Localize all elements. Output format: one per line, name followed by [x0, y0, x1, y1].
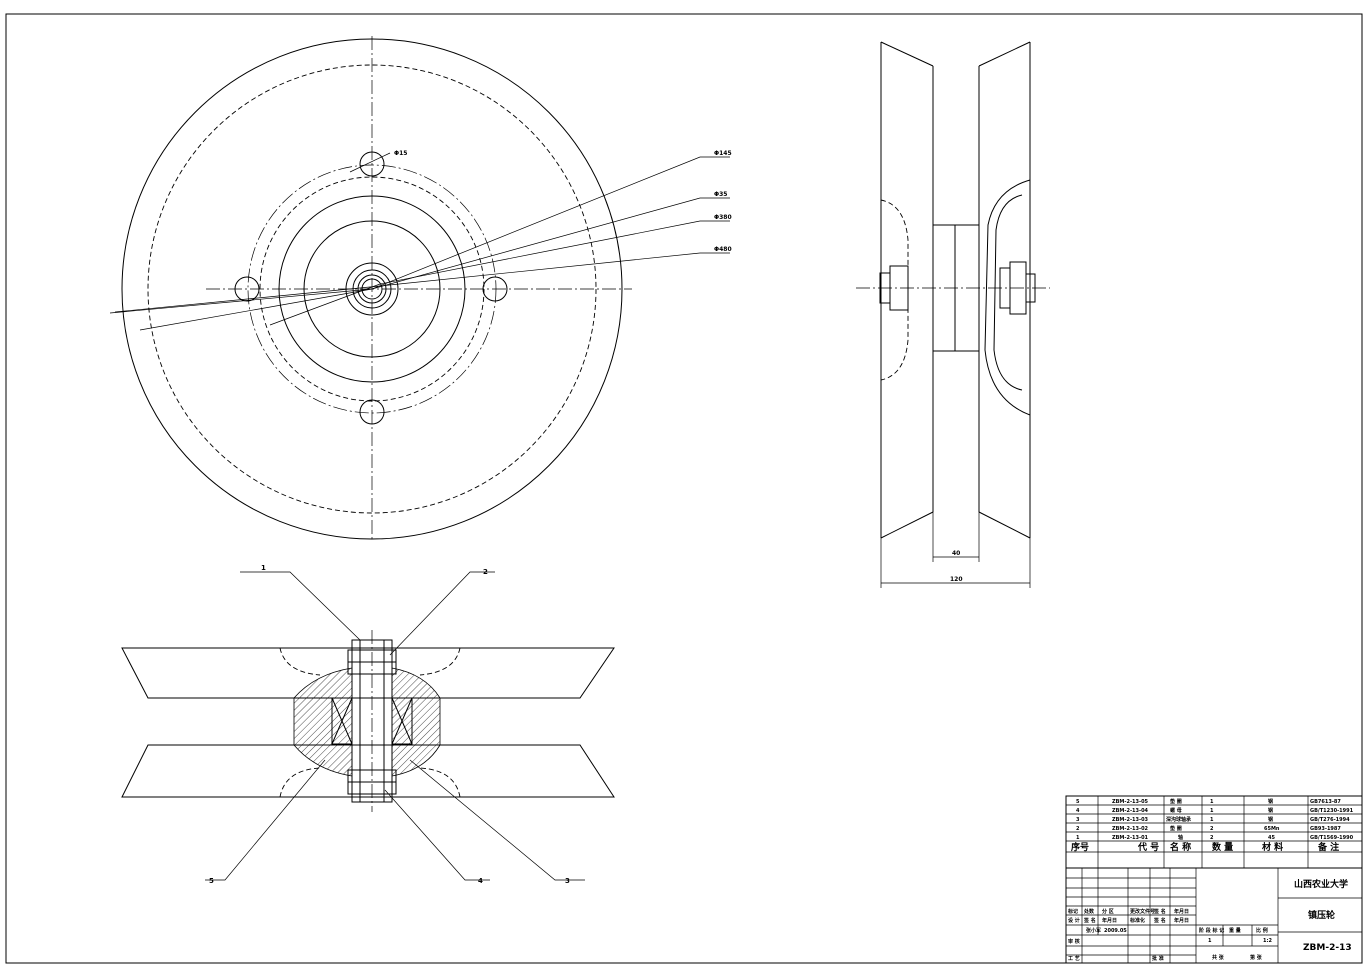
label-sign: 签 名 — [1153, 908, 1166, 915]
label-mark: 标记 — [1067, 908, 1078, 915]
dim-phi35: Φ35 — [714, 191, 727, 198]
label-date: 年月日 — [1174, 908, 1189, 915]
bom-row: 2 ZBM-2-13-02 垫 圈 2 65Mn GB93-1987 — [1076, 825, 1341, 832]
drawing-number: ZBM-2-13 — [1303, 943, 1352, 953]
svg-text:2: 2 — [1210, 835, 1214, 841]
bom-table: 5 ZBM-2-13-05 垫 圈 1 钢 GB7613-87 4 ZBM-2-… — [1065, 795, 1363, 869]
label-zone: 分 区 — [1102, 908, 1114, 915]
balloon-4: 4 — [478, 877, 483, 885]
svg-text:45: 45 — [1268, 835, 1275, 841]
section-view: 1 2 3 4 5 — [121, 564, 615, 885]
design-date: 2009.05 — [1104, 928, 1127, 934]
label-sign-3: 签 名 — [1153, 917, 1166, 924]
label-design: 设 计 — [1068, 917, 1080, 924]
dim-phi145: Φ145 — [714, 150, 732, 157]
label-approve: 批 准 — [1152, 955, 1164, 962]
quantity-value: 1 — [1208, 938, 1212, 944]
sheet-border — [5, 13, 1363, 964]
svg-text:GB/T276-1994: GB/T276-1994 — [1310, 817, 1350, 823]
designer-name: 张小军 — [1086, 927, 1101, 934]
bom-header: 序号 代 号 名 称 数 量 材 料 备 注 — [1071, 841, 1339, 853]
balloon-2: 2 — [483, 568, 488, 576]
svg-text:序号: 序号 — [1071, 841, 1089, 853]
label-weight: 重 量 — [1229, 927, 1241, 934]
dim-phi15: Φ15 — [394, 150, 407, 157]
svg-text:钢: 钢 — [1268, 798, 1273, 805]
svg-text:65Mn: 65Mn — [1264, 826, 1280, 832]
label-check: 审 核 — [1068, 938, 1080, 945]
dim-120: 120 — [950, 576, 963, 583]
part-name: 镇压轮 — [1308, 909, 1335, 921]
label-change-doc: 更改文件号 — [1130, 908, 1155, 915]
label-stage: 阶 段 标 记 — [1199, 927, 1224, 934]
svg-text:2: 2 — [1076, 826, 1080, 832]
bom-row: 4 ZBM-2-13-04 螺 母 1 钢 GB/T1230-1991 — [1076, 807, 1354, 814]
total-sheets: 共 张 — [1212, 954, 1225, 961]
svg-text:轴: 轴 — [1178, 834, 1183, 841]
side-view: 40 120 — [856, 41, 1050, 588]
balloon-1: 1 — [261, 564, 266, 572]
svg-text:垫 圈: 垫 圈 — [1170, 825, 1182, 832]
svg-text:ZBM-2-13-03: ZBM-2-13-03 — [1112, 817, 1149, 823]
svg-text:垫 圈: 垫 圈 — [1170, 798, 1182, 805]
balloon-5: 5 — [209, 877, 214, 885]
svg-text:ZBM-2-13-04: ZBM-2-13-04 — [1112, 808, 1149, 814]
svg-text:钢: 钢 — [1268, 807, 1273, 814]
bom-row: 5 ZBM-2-13-05 垫 圈 1 钢 GB7613-87 — [1076, 798, 1341, 805]
dim-phi380: Φ380 — [714, 214, 732, 221]
dim-40: 40 — [952, 550, 960, 557]
svg-text:名 称: 名 称 — [1170, 841, 1191, 853]
svg-text:GB7613-87: GB7613-87 — [1310, 799, 1341, 805]
svg-text:ZBM-2-13-02: ZBM-2-13-02 — [1112, 826, 1149, 832]
svg-text:4: 4 — [1076, 808, 1080, 814]
svg-text:深沟球轴承: 深沟球轴承 — [1166, 816, 1191, 823]
dim-phi480: Φ480 — [714, 246, 732, 253]
title-block: 标记 处数 分 区 更改文件号 签 名 年月日 设 计 签 名 年月日 标准化 … — [1065, 867, 1363, 964]
scale-value: 1:2 — [1263, 938, 1272, 944]
sheet-no: 第 张 — [1250, 954, 1263, 961]
label-date-3: 年月日 — [1174, 917, 1189, 924]
svg-text:1: 1 — [1210, 817, 1214, 823]
svg-text:GB93-1987: GB93-1987 — [1310, 826, 1341, 832]
svg-text:2: 2 — [1210, 826, 1214, 832]
svg-text:数 量: 数 量 — [1212, 841, 1233, 853]
label-scale: 比 例 — [1256, 927, 1268, 934]
svg-text:钢: 钢 — [1268, 816, 1273, 823]
bom-row: 3 ZBM-2-13-03 深沟球轴承 1 钢 GB/T276-1994 — [1076, 816, 1350, 823]
label-date-2: 年月日 — [1102, 917, 1117, 924]
svg-text:材 料: 材 料 — [1261, 841, 1283, 853]
svg-text:螺 母: 螺 母 — [1170, 807, 1182, 814]
balloon-3: 3 — [565, 877, 570, 885]
school-name: 山西农业大学 — [1294, 878, 1348, 890]
svg-text:ZBM-2-13-01: ZBM-2-13-01 — [1112, 835, 1149, 841]
label-sign-2: 签 名 — [1083, 917, 1096, 924]
bom-row: 1 ZBM-2-13-01 轴 2 45 GB/T1569-1990 — [1076, 834, 1354, 841]
svg-text:3: 3 — [1076, 817, 1080, 823]
label-std: 标准化 — [1129, 917, 1145, 924]
svg-text:GB/T1230-1991: GB/T1230-1991 — [1310, 808, 1354, 814]
label-process: 工 艺 — [1068, 955, 1080, 962]
front-view: Φ145 Φ35 Φ380 Φ480 Φ15 — [109, 36, 732, 542]
svg-text:1: 1 — [1210, 808, 1214, 814]
svg-text:5: 5 — [1076, 799, 1080, 805]
svg-text:1: 1 — [1210, 799, 1214, 805]
label-count: 处数 — [1083, 908, 1095, 915]
svg-text:1: 1 — [1076, 835, 1080, 841]
svg-text:GB/T1569-1990: GB/T1569-1990 — [1310, 835, 1354, 841]
svg-text:备 注: 备 注 — [1317, 841, 1339, 853]
svg-text:ZBM-2-13-05: ZBM-2-13-05 — [1112, 799, 1149, 805]
svg-text:代 号: 代 号 — [1137, 841, 1159, 853]
